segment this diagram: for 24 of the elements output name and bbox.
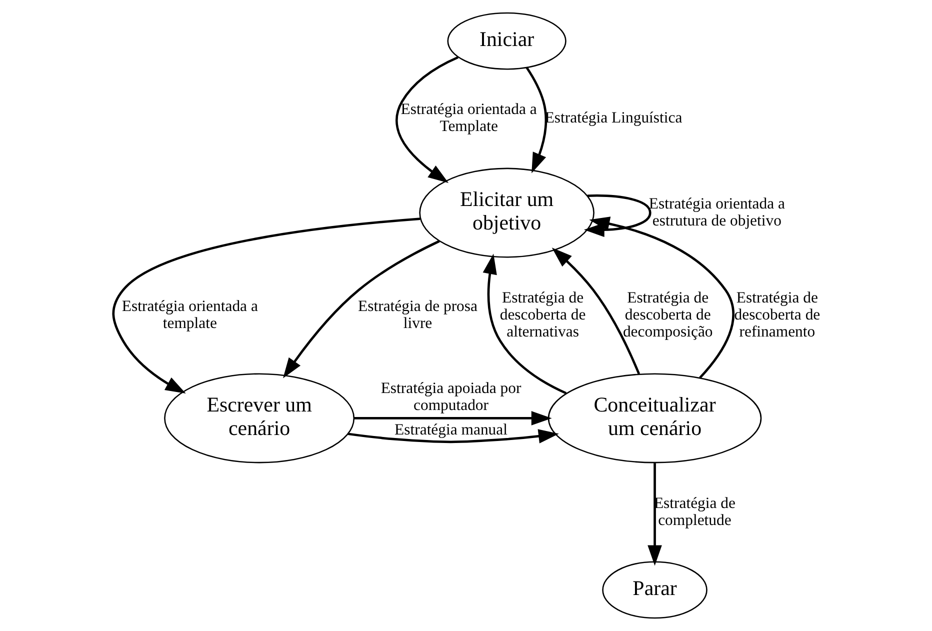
arrow (395, 56, 458, 183)
edge-label: Estratégia apoiada por computador (380, 380, 521, 414)
arrow (482, 254, 566, 394)
node-ellipse: Conceitualizar um cenário (547, 373, 762, 464)
edge-label: Estratégia de prosa livre (358, 298, 477, 332)
arrow (588, 216, 734, 379)
arrow (354, 411, 552, 426)
edge-label: Estratégia de descoberta de decomposição (622, 290, 712, 341)
edge-label: Estratégia orientada a estrutura de objetivo (648, 195, 784, 230)
arrow (282, 240, 440, 378)
edge-label: Estratégia manual (394, 422, 507, 439)
arrow (347, 429, 558, 444)
edge-label: Estratégia orientada a template (121, 298, 258, 332)
arrow (647, 463, 662, 566)
edge-label: Estratégia de descoberta de refinamento (734, 290, 820, 341)
node-ellipse: Iniciar (446, 12, 566, 70)
node-ellipse: Elicitar um objetivo (418, 168, 594, 258)
arrow (112, 218, 420, 394)
edge-label: Estratégia de descoberta de alternativas (499, 290, 586, 341)
arrow (551, 248, 640, 374)
node-ellipse: Parar (602, 561, 707, 619)
arrow (583, 194, 651, 238)
edge-label: Estratégia orientada a Template (400, 101, 536, 136)
arrow (525, 66, 547, 174)
